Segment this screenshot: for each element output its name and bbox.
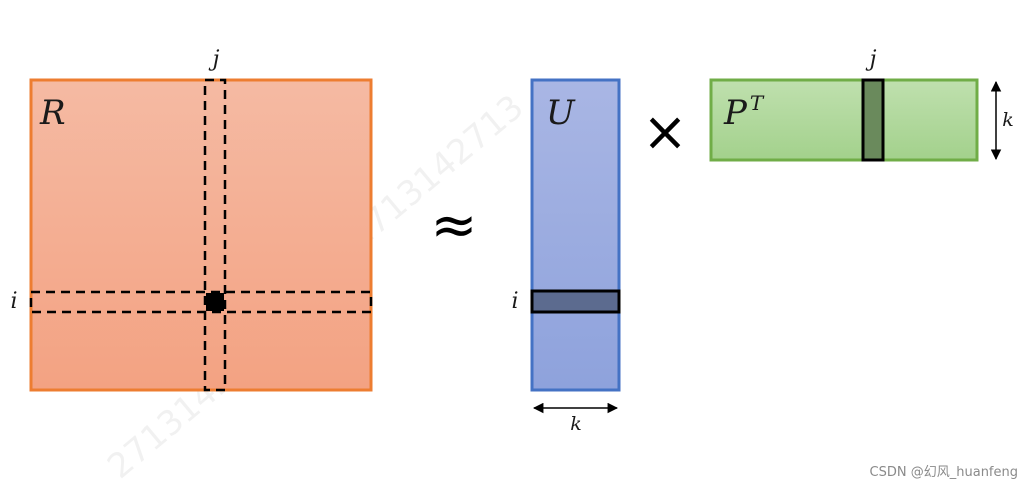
p-index-j-label: j	[865, 47, 877, 72]
matrix-p-base: P	[723, 93, 748, 133]
index-i-label: i	[10, 289, 17, 314]
matrix-u-box	[530, 78, 621, 392]
matrix-r-label: R	[39, 93, 66, 133]
entry-ij-cell	[206, 293, 224, 311]
index-j-label: j	[208, 47, 220, 72]
u-dimension-k-label: k	[570, 413, 582, 435]
matrix-u-label: U	[546, 93, 576, 133]
matrix-p-column-j	[861, 78, 885, 162]
matrix-r-box	[29, 78, 373, 392]
matrix-u-row-i	[530, 289, 621, 314]
row-i-highlight	[29, 290, 373, 314]
matrix-p-box	[709, 78, 979, 162]
source-credit-watermark: CSDN @幻风_huanfeng	[869, 465, 1018, 480]
matrix-u: U i k	[511, 78, 621, 435]
matrix-p-superscript: T	[750, 91, 765, 115]
matrix-r: R j i	[10, 47, 373, 392]
p-dimension-k-label: k	[1002, 109, 1014, 131]
approx-symbol: ≈	[431, 193, 478, 258]
multiply-symbol: ×	[642, 100, 687, 163]
u-index-i-label: i	[511, 289, 518, 314]
